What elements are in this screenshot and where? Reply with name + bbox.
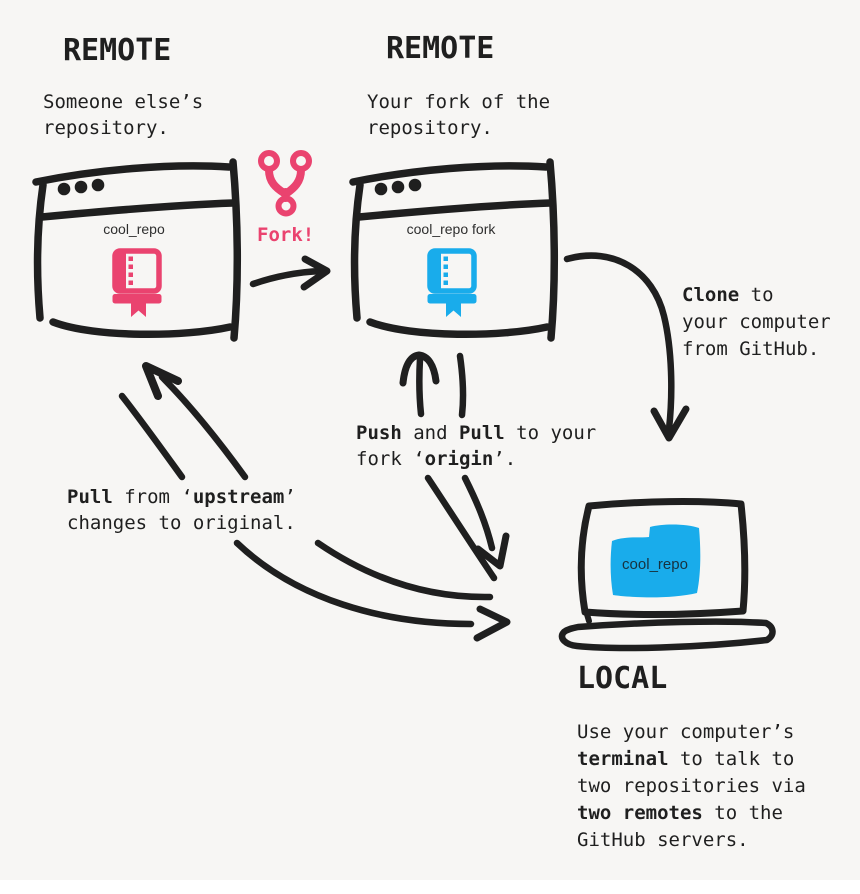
origin-caption: Push and Pull to your fork ‘origin’. [356,422,597,470]
laptop [558,498,776,652]
fork-arrow [249,255,331,291]
clone-caption: Clone to your computer from GitHub. [682,284,831,360]
browser-window-source [32,158,242,342]
repo-book-icon [113,251,162,317]
laptop-curve-arrow [233,539,511,642]
local-description: Use your computer’s terminal to talk to … [577,721,806,851]
bottom-margin [0,880,860,894]
local-repo-name: cool_repo [622,556,688,573]
window-dots-icon [57,178,105,196]
local-title: LOCAL [577,661,668,696]
browser-window-fork [349,158,559,342]
origin-down-arrow [424,474,510,582]
fork-action-label: Fork! [257,224,315,246]
laptop-base [558,618,776,652]
source-repo-name: cool_repo [103,221,165,237]
folder-shape [610,524,701,598]
fork-repo-name: cool_repo fork [406,221,496,237]
pull-line [456,352,467,419]
fork-description: Your fork of the repository. [367,91,551,139]
remote-fork-title: REMOTE [386,31,495,66]
repo-book-icon [428,251,477,317]
git-fork-icon [258,150,312,217]
upstream-arrow [118,362,249,481]
push-arrow [399,351,440,418]
window-dots-icon [374,178,422,196]
remote-source-title: REMOTE [63,33,172,68]
upstream-caption: Pull from ‘upstream’ changes to original… [67,486,296,534]
clone-arrow [563,252,690,442]
source-description: Someone else’s repository. [43,91,204,139]
